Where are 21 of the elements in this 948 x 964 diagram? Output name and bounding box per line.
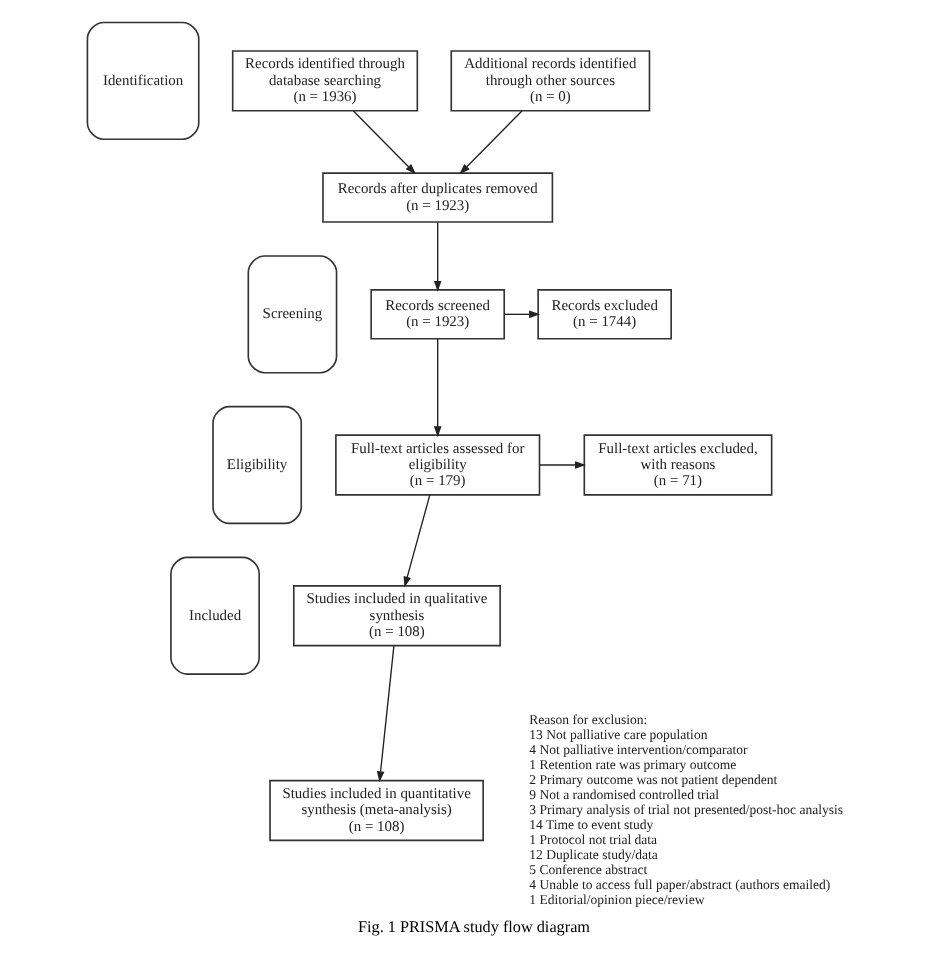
node-box: Studies included in qualitative synthesis (n = 108) — [292, 585, 501, 647]
node-box: Additional records identified through other sources (n = 0) — [450, 50, 651, 112]
arrow — [433, 338, 442, 438]
node-box: Eligibility — [212, 405, 303, 525]
node-box: Included — [170, 556, 260, 675]
arrow — [403, 494, 431, 588]
node-box: Records screened (n = 1923) — [370, 289, 506, 340]
arrow — [503, 310, 541, 319]
arrow — [433, 221, 442, 292]
node-box: Screening — [247, 255, 338, 374]
node-box: Full-text articles assessed for eligibility (n = 179) — [335, 434, 541, 496]
node-box: Full-text articles excluded, with reasons (n = 71) — [583, 434, 773, 496]
node-box: Records after duplicates removed (n = 1923) — [322, 172, 554, 223]
node-box: Identification — [86, 21, 200, 141]
node-box: Records excluded (n = 1744) — [537, 289, 672, 340]
node-box: Records identified through database searching (n = 1936) — [231, 50, 419, 112]
arrow — [538, 461, 586, 469]
node-box: Studies included in quantitative synthesis (meta-analysis) (n = 108) — [269, 779, 484, 842]
arrow — [352, 110, 416, 175]
arrow — [376, 645, 395, 783]
arrow — [459, 110, 523, 175]
